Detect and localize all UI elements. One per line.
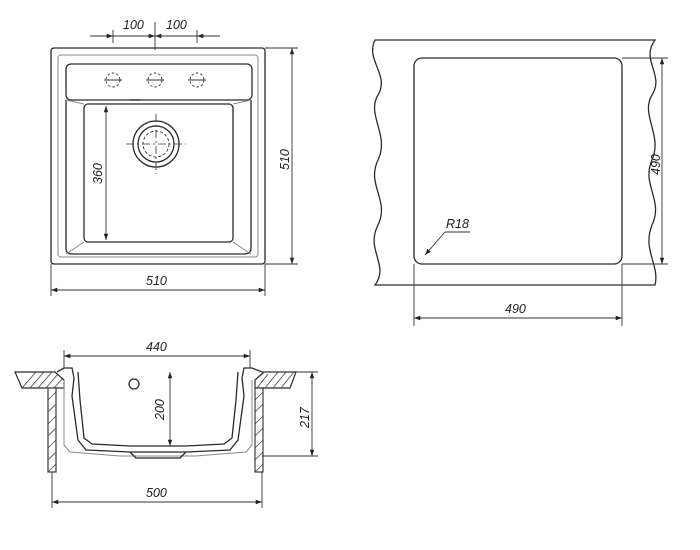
countertop-right bbox=[254, 371, 297, 389]
cabinet-wall-left bbox=[47, 387, 57, 473]
section-dim-bottom-width: 500 bbox=[146, 486, 167, 500]
cutout-view: R18 490 490 bbox=[372, 39, 668, 326]
dim-hole-spacing-2: 100 bbox=[166, 18, 187, 32]
bowl-inner bbox=[83, 103, 234, 243]
corner-radius: R18 bbox=[446, 217, 469, 231]
section-dim-top-width: 440 bbox=[146, 340, 167, 354]
cabinet-wall-right bbox=[254, 387, 264, 473]
section-dim-depth: 200 bbox=[153, 399, 167, 421]
worktop-outline bbox=[372, 39, 657, 286]
tap-deck bbox=[65, 63, 253, 101]
sink-section-outer bbox=[56, 367, 263, 453]
overflow-hole bbox=[128, 378, 140, 390]
cutout-dim-height: 490 bbox=[649, 154, 663, 175]
dim-total-width: 510 bbox=[146, 274, 167, 288]
bowl-outline bbox=[65, 100, 252, 255]
section-dim-total-height: 217 bbox=[298, 406, 312, 429]
dim-hole-spacing-1: 100 bbox=[123, 18, 144, 32]
drain-section bbox=[129, 451, 187, 459]
sink-section-inner bbox=[77, 371, 239, 447]
sink-outline bbox=[50, 47, 266, 265]
cutout-rect bbox=[413, 57, 623, 265]
sink-rim bbox=[57, 54, 259, 258]
dim-bowl-length: 360 bbox=[91, 163, 105, 184]
drain-outer bbox=[132, 120, 180, 168]
cutout-dim-width: 490 bbox=[505, 302, 526, 316]
section-view: 440 200 217 500 bbox=[14, 340, 318, 508]
top-view: 100 100 360 510 510 bbox=[50, 18, 298, 296]
dim-total-height: 510 bbox=[278, 149, 292, 170]
